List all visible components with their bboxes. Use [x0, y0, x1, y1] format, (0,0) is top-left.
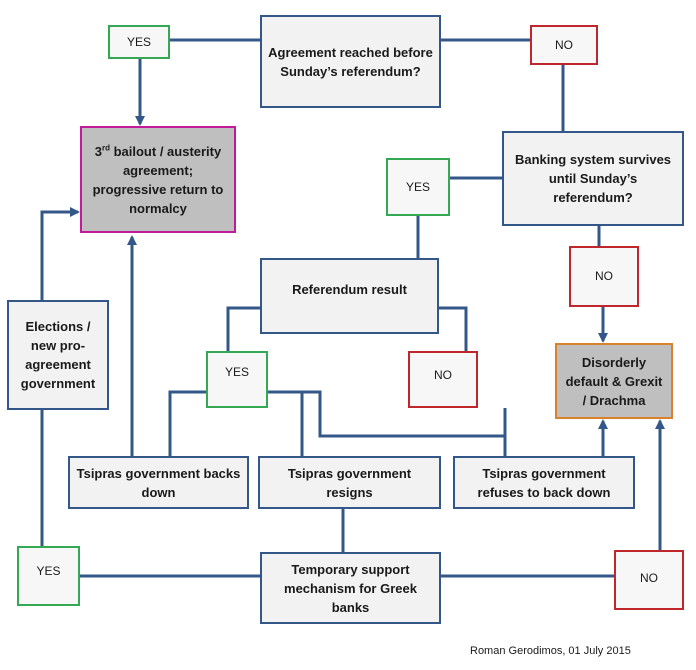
author-credit: Roman Gerodimos, 01 July 2015 [470, 645, 631, 657]
disorderly-default-label: Disorderly default & Grexit / Drachma [565, 354, 663, 408]
tsipras-backs-down-label: Tsipras government backs down [76, 465, 241, 500]
tsipras-refuses-box: Tsipras government refuses to back down [453, 456, 635, 509]
agreement-question-label: Agreement reached before Sunday’s refere… [268, 44, 433, 79]
bailout-ordinal-suffix: rd [101, 143, 110, 153]
elections-box: Elections / new pro-agreement government [7, 300, 109, 410]
yes-banking-label: YES [405, 179, 430, 194]
no-agreement-box: NO [530, 25, 598, 65]
yes-agreement-box: YES [108, 25, 170, 59]
edge-referendum-no [439, 306, 468, 351]
edge-yes-refuses [268, 390, 505, 438]
temporary-support-label: Temporary support mechanism for Greek ba… [284, 561, 417, 615]
bailout-ordinal: 3 [94, 143, 102, 159]
elections-label: Elections / new pro-agreement government [20, 319, 96, 391]
bailout-outcome-label: 3rd bailout / austerity agreement; progr… [88, 142, 228, 218]
bailout-outcome-text: bailout / austerity agreement; progressi… [92, 143, 224, 216]
no-banking-box: NO [569, 246, 639, 307]
edge-yes-resigns [268, 390, 304, 456]
temporary-support-box: Temporary support mechanism for Greek ba… [260, 552, 441, 624]
disorderly-default-box: Disorderly default & Grexit / Drachma [555, 343, 673, 419]
yes-support-box: YES [17, 546, 80, 606]
tsipras-refuses-label: Tsipras government refuses to back down [477, 465, 611, 500]
yes-referendum-label: YES [224, 365, 249, 379]
banking-question-box: Banking system survives until Sunday’s r… [502, 131, 684, 226]
edge-referendum-yes [226, 306, 260, 351]
no-support-box: NO [614, 550, 684, 610]
no-referendum-label: NO [434, 368, 452, 382]
referendum-result-box: Referendum result [260, 258, 439, 334]
referendum-result-label: Referendum result [292, 281, 407, 297]
no-agreement-label: NO [555, 37, 573, 52]
tsipras-backs-down-box: Tsipras government backs down [68, 456, 249, 509]
yes-support-label: YES [36, 563, 61, 578]
yes-agreement-label: YES [126, 34, 151, 49]
tsipras-resigns-box: Tsipras government resigns [258, 456, 441, 509]
no-support-label: NO [640, 570, 658, 585]
edge-yes-backs-down [168, 390, 206, 456]
yes-referendum-box: YES [206, 351, 268, 408]
agreement-question-box: Agreement reached before Sunday’s refere… [260, 15, 441, 108]
edge-elections-bailout [40, 207, 80, 300]
yes-banking-box: YES [386, 158, 450, 216]
bailout-outcome-box: 3rd bailout / austerity agreement; progr… [80, 126, 236, 233]
no-referendum-box: NO [408, 351, 478, 408]
no-banking-label: NO [595, 269, 613, 283]
banking-question-label: Banking system survives until Sunday’s r… [514, 152, 672, 205]
tsipras-resigns-label: Tsipras government resigns [287, 465, 412, 500]
